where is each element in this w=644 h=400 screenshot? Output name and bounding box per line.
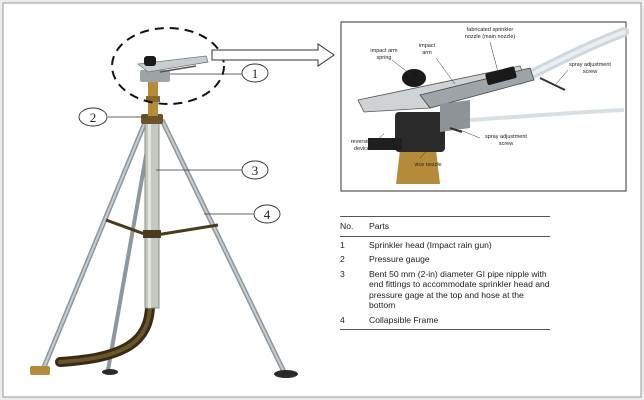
table-row: 4 Collapsible Frame <box>340 312 550 330</box>
row-part: Bent 50 mm (2-in) diameter GI pipe nippl… <box>369 268 550 311</box>
table-row: 3 Bent 50 mm (2-in) diameter GI pipe nip… <box>340 266 550 312</box>
row-no: 2 <box>340 254 345 264</box>
svg-text:3: 3 <box>252 163 259 178</box>
table-header: No. Parts <box>340 216 550 237</box>
svg-text:impact: impact <box>419 43 436 49</box>
callout-3: 3 <box>241 160 269 180</box>
riser-pipe <box>141 114 163 309</box>
water-jet-secondary <box>469 108 625 122</box>
svg-text:fabricated sprinkler: fabricated sprinkler <box>467 27 514 33</box>
svg-text:device: device <box>354 146 370 152</box>
row-no: 3 <box>340 268 345 279</box>
brass-base <box>396 150 440 184</box>
row-no: 1 <box>340 239 345 250</box>
svg-text:1: 1 <box>252 66 259 81</box>
svg-text:4: 4 <box>264 207 271 222</box>
inset-label-reversing-device: reversing device <box>351 139 374 152</box>
svg-text:spring: spring <box>377 55 392 61</box>
inset-photo <box>340 21 629 192</box>
callout-2: 2 <box>78 107 108 127</box>
arrow-to-inset <box>211 43 335 67</box>
row-part: Sprinkler head (Impact rain gun) <box>369 239 492 250</box>
svg-text:2: 2 <box>90 110 97 125</box>
svg-text:spray adjustment: spray adjustment <box>569 62 611 68</box>
callout-4: 4 <box>253 204 281 224</box>
parts-table: No. Parts 1 Sprinkler head (Impact rain … <box>340 216 550 330</box>
svg-text:screw: screw <box>583 69 597 75</box>
svg-text:arm: arm <box>422 50 432 56</box>
svg-text:screw: screw <box>499 141 513 147</box>
callout-1: 1 <box>241 63 269 83</box>
header-parts: Parts <box>369 221 390 231</box>
detail-highlight-circle <box>111 27 225 105</box>
svg-text:reversing: reversing <box>351 139 374 145</box>
svg-text:impact arm: impact arm <box>370 48 398 54</box>
table-row: 1 Sprinkler head (Impact rain gun) <box>340 237 550 252</box>
row-part: Pressure gauge <box>369 254 430 264</box>
svg-text:spray adjustment: spray adjustment <box>485 134 527 140</box>
impact-arm-spring-part <box>402 69 426 87</box>
inset-label-vice-nozzle: vice nozzle <box>414 162 441 168</box>
inset-label-fabricated-nozzle: fabricated sprinkler nozzle (main nozzle… <box>465 27 516 40</box>
table-row: 2 Pressure gauge <box>340 251 550 266</box>
row-part: Collapsible Frame <box>369 314 439 325</box>
inset-label-spray-screw-top: spray adjustment screw <box>569 62 611 75</box>
sprinkler-head <box>137 55 209 116</box>
header-no: No. <box>340 221 354 231</box>
inset-label-impact-arm: impact arm <box>419 43 436 56</box>
svg-text:nozzle (main nozzle): nozzle (main nozzle) <box>465 34 516 40</box>
row-no: 4 <box>340 314 345 325</box>
inset-label-impact-arm-spring: impact arm spring <box>370 48 398 61</box>
inset-label-spray-screw-bottom: spray adjustment screw <box>485 134 527 147</box>
